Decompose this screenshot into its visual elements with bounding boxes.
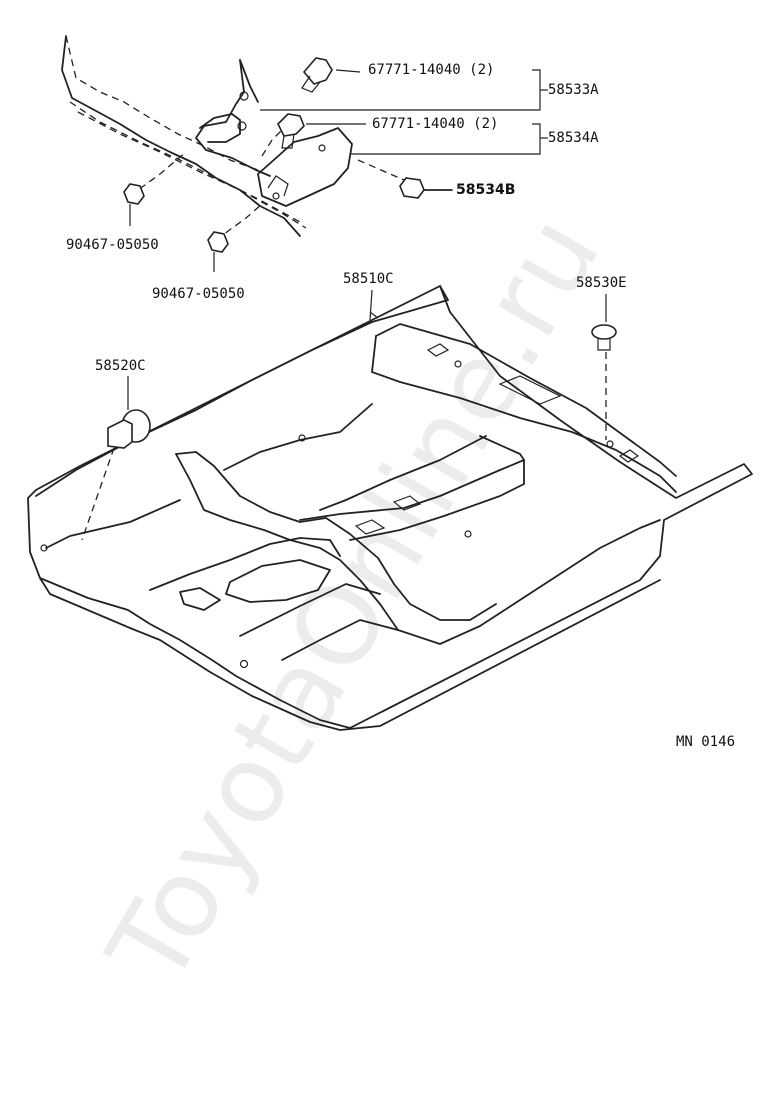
- carpet-leader-line: [369, 289, 373, 321]
- nut-left-drawing: [123, 183, 145, 226]
- clip-upper-drawing: [301, 57, 361, 93]
- plug-right-drawing: [591, 324, 617, 440]
- part-label-plug-left: 58520C: [95, 358, 146, 374]
- part-label-carpet: 58510C: [343, 271, 394, 287]
- nut-right-drawing: [207, 231, 229, 272]
- part-label-plug-right: 58530E: [576, 275, 627, 291]
- figure-code: MN 0146: [676, 734, 736, 750]
- bolt-drawing: [399, 177, 453, 199]
- part-label-group-a: 58533A: [548, 82, 599, 98]
- part-label-group-b: 58534A: [548, 130, 599, 146]
- part-label-clip-lower: 67771-14040 (2): [372, 116, 499, 132]
- clip-lower-drawing: [277, 113, 366, 149]
- part-label-bolt: 58534B: [456, 182, 516, 198]
- plug-left-drawing: [81, 409, 151, 541]
- part-label-nut-right: 90467-05050: [152, 286, 245, 302]
- floor-carpet-drawing: [27, 285, 753, 731]
- part-label-nut-left: 90467-05050: [66, 237, 159, 253]
- cowl-bracket-drawing: [61, 35, 405, 241]
- group-bracket-lines: [260, 69, 548, 155]
- part-label-clip-upper: 67771-14040 (2): [368, 62, 495, 78]
